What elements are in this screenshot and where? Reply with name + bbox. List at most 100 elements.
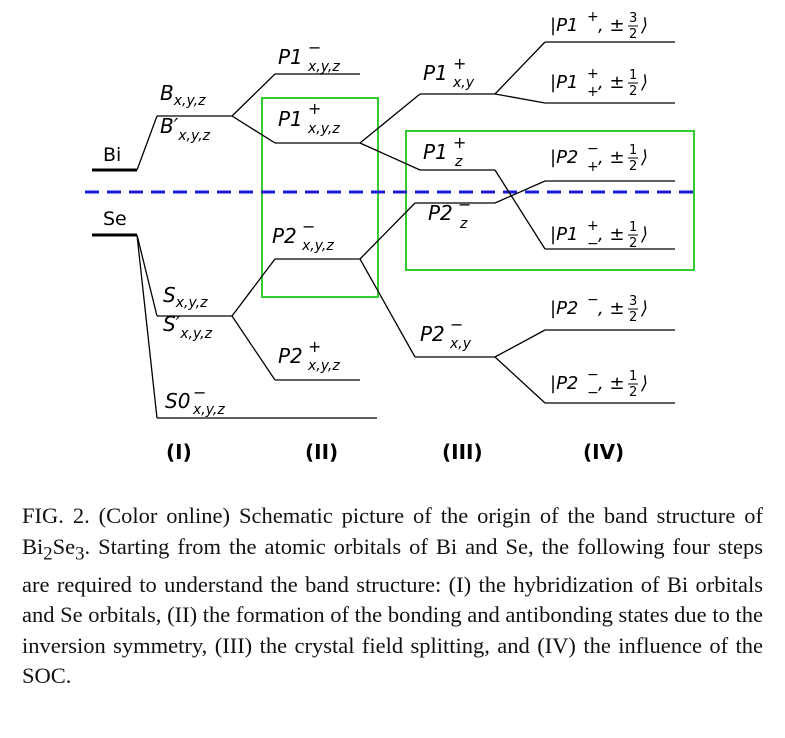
figure-caption: FIG. 2. (Color online) Schematic picture…: [22, 501, 763, 692]
svg-text:, ±: , ±: [598, 15, 625, 36]
svg-text:3: 3: [629, 294, 637, 309]
soc-state-4: |P1 + − , ± 1 2 ⟩: [550, 218, 648, 252]
svg-text:−: −: [302, 217, 315, 236]
svg-text:−: −: [450, 315, 463, 334]
bi-label: Bi: [103, 144, 121, 166]
svg-text:⟩: ⟩: [640, 224, 648, 245]
svg-text:−: −: [587, 292, 599, 308]
caption-suffix: . Starting from the atomic orbitals of B…: [22, 533, 769, 689]
svg-text:−: −: [587, 141, 599, 157]
svg-text:+: +: [587, 218, 599, 234]
svg-text:⟩: ⟩: [640, 373, 648, 394]
svg-text:2: 2: [629, 236, 637, 251]
svg-text:+: +: [453, 54, 466, 73]
svg-text:x,y,z: x,y,z: [301, 238, 334, 254]
caption-sub-2: 3: [75, 543, 85, 564]
label-p2-minus-z: P2 − z: [428, 195, 471, 232]
level-lines: [136, 41, 675, 419]
soc-state-6: |P2 − − , ± 1 2 ⟩: [550, 367, 648, 401]
label-bprime-xyz: B′x,y,z: [160, 114, 211, 144]
svg-text:⟩: ⟩: [640, 298, 648, 319]
label-p1-plus-z: P1 + z: [423, 133, 466, 170]
svg-text:x,y,z: x,y,z: [192, 402, 225, 418]
label-p2-minus-xyz: P2 − x,y,z: [272, 217, 334, 254]
svg-text:x,y,z: x,y,z: [307, 121, 340, 137]
svg-text:, ±: , ±: [598, 298, 625, 319]
svg-text:⟩: ⟩: [640, 72, 648, 93]
svg-text:, ±: , ±: [598, 224, 625, 245]
label-p1-plus-xy: P1 + x,y: [423, 54, 475, 91]
svg-text:|P1: |P1: [550, 72, 578, 93]
svg-text:|P2: |P2: [550, 373, 578, 394]
svg-text:, ±: , ±: [598, 72, 625, 93]
band-structure-diagram: Bi Se Bx,y,z B′x,y,z Sx,y,z S′x,y,z S0 −…: [85, 9, 697, 464]
soc-state-2: |P1 + + , ± 1 2 ⟩: [550, 66, 648, 100]
svg-text:⟩: ⟩: [640, 147, 648, 168]
label-b-xyz: Bx,y,z: [160, 81, 206, 109]
svg-text:z: z: [459, 216, 468, 232]
label-p2-minus-xy: P2 − x,y: [420, 315, 472, 352]
soc-state-5: |P2 − , ± 3 2 ⟩: [550, 292, 648, 325]
svg-text:3: 3: [629, 11, 637, 26]
svg-text:P1: P1: [278, 107, 303, 131]
svg-text:1: 1: [629, 68, 637, 83]
svg-text:x,y,z: x,y,z: [307, 358, 340, 374]
svg-text:P2: P2: [420, 322, 445, 346]
svg-text:P1: P1: [423, 140, 448, 164]
svg-text:−: −: [308, 38, 321, 57]
svg-text:z: z: [454, 154, 463, 170]
svg-text:2: 2: [629, 84, 637, 99]
svg-text:P2: P2: [428, 201, 453, 225]
svg-text:|P2: |P2: [550, 147, 578, 168]
step-label-iii: (III): [442, 440, 483, 464]
svg-text:−: −: [193, 383, 206, 402]
svg-text:+: +: [308, 337, 321, 356]
svg-text:+: +: [587, 84, 599, 100]
svg-text:x,y,z: x,y,z: [307, 59, 340, 75]
label-p1-minus-xyz: P1 − x,y,z: [278, 38, 340, 75]
svg-text:+: +: [587, 159, 599, 175]
step-label-iv: (IV): [583, 440, 624, 464]
svg-text:−: −: [587, 367, 599, 383]
label-p1-plus-xyz: P1 + x,y,z: [278, 99, 340, 137]
svg-text:2: 2: [629, 27, 637, 42]
svg-text:|P2: |P2: [550, 298, 578, 319]
svg-text:−: −: [587, 385, 599, 401]
svg-text:⟩: ⟩: [640, 15, 648, 36]
step-label-ii: (II): [305, 440, 338, 464]
svg-text:2: 2: [629, 385, 637, 400]
caption-prefix: FIG. 2. (Color online) Schematic picture…: [22, 503, 769, 559]
svg-text:2: 2: [629, 310, 637, 325]
svg-text:1: 1: [629, 369, 637, 384]
svg-text:1: 1: [629, 220, 637, 235]
svg-text:−: −: [458, 195, 471, 214]
caption-middle: Se: [52, 533, 76, 559]
svg-text:P2: P2: [272, 224, 297, 248]
svg-text:|P1: |P1: [550, 224, 578, 245]
svg-text:, ±: , ±: [598, 147, 625, 168]
svg-text:+: +: [587, 9, 599, 25]
svg-text:x,y: x,y: [449, 336, 472, 352]
svg-text:P1: P1: [423, 61, 448, 85]
svg-text:x,y: x,y: [452, 75, 475, 91]
step-label-i: (I): [166, 440, 192, 464]
soc-state-3: |P2 − + , ± 1 2 ⟩: [550, 141, 648, 175]
label-s0-xyz: S0 − x,y,z: [165, 383, 225, 418]
highlight-box-ii: [261, 97, 379, 298]
svg-text:P1: P1: [278, 45, 303, 69]
svg-text:−: −: [587, 236, 599, 252]
label-s-xyz: Sx,y,z: [163, 283, 208, 311]
svg-text:+: +: [587, 66, 599, 82]
label-p2-plus-xyz: P2 + x,y,z: [278, 337, 340, 374]
svg-text:S0: S0: [165, 389, 190, 413]
highlight-box-iii-iv: [405, 130, 695, 271]
svg-text:P2: P2: [278, 344, 303, 368]
soc-state-1: |P1 + , ± 3 2 ⟩: [550, 9, 648, 42]
svg-text:, ±: , ±: [598, 373, 625, 394]
svg-text:+: +: [308, 99, 321, 118]
label-sprime-xyz: S′x,y,z: [163, 312, 213, 342]
svg-text:1: 1: [629, 143, 637, 158]
svg-text:2: 2: [629, 159, 637, 174]
svg-text:+: +: [453, 133, 466, 152]
se-label: Se: [103, 208, 127, 230]
